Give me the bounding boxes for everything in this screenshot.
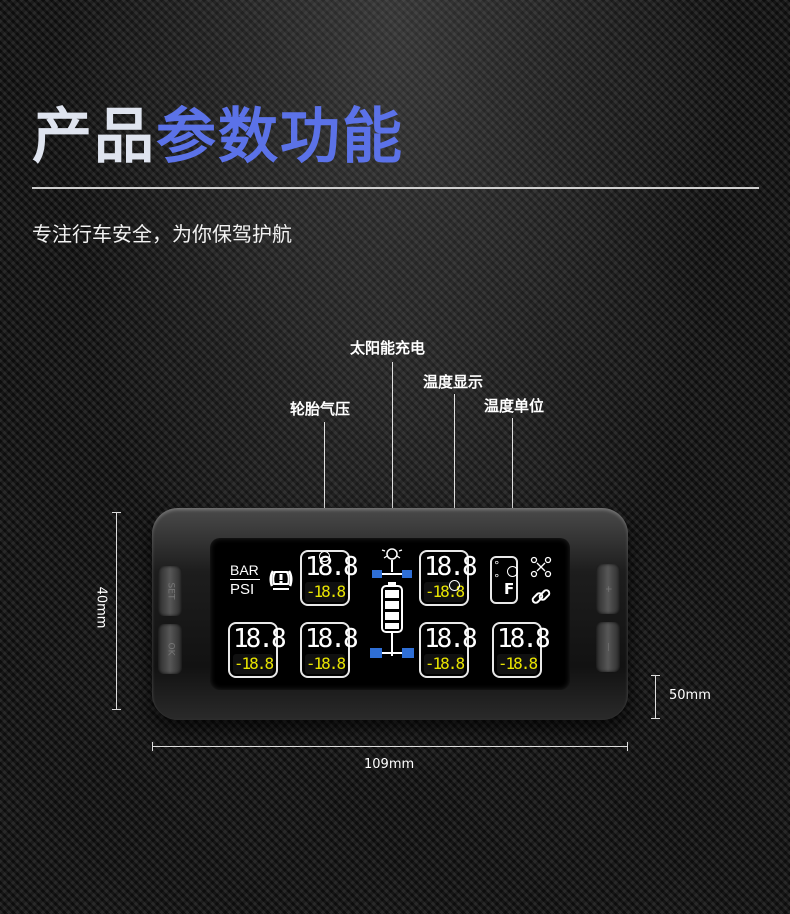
marker-tire-pressure (319, 551, 330, 562)
vehicle-battery-icon (370, 548, 414, 658)
leader-temp-display (454, 394, 455, 584)
title-part-1: 产品 (32, 102, 156, 172)
pressure-reading: 18.8 (424, 552, 478, 582)
minus-button[interactable]: — (596, 622, 620, 672)
height-dimension-line (116, 512, 117, 710)
temp-reading: -18.8 (305, 654, 346, 674)
leader-temp-unit (512, 418, 513, 568)
temp-reading: -18.8 (424, 654, 465, 674)
unit-bar: BAR (230, 562, 259, 578)
link-icon (531, 589, 551, 604)
subtitle: 专注行车安全，为你保驾护航 (32, 222, 292, 246)
callout-tire-pressure: 轮胎气压 (290, 400, 351, 418)
tire-rear-inner-left-cell: 18.8 -18.8 (300, 622, 359, 678)
width-dimension-label: 109mm (364, 757, 415, 772)
pressure-reading: 18.8 (424, 624, 478, 654)
tpms-device: SET OK + — BAR PSI 18.8 -18.8 18.8 -18.8… (152, 508, 628, 720)
width-dimension-line (152, 746, 628, 747)
width-dimension-cap-left (152, 742, 153, 751)
set-button[interactable]: SET (158, 566, 182, 616)
tire-rear-outer-right-cell: 18.8 -18.8 (492, 622, 551, 678)
pressure-reading: 18.8 (305, 624, 359, 654)
tire-front-left-cell: 18.8 -18.8 (300, 550, 359, 606)
lcd-screen: BAR PSI 18.8 -18.8 18.8 -18.8 ° ° F (210, 538, 570, 690)
callout-solar: 太阳能充电 (350, 339, 426, 357)
marker-temp-display (449, 580, 460, 591)
marker-temp-unit (507, 566, 518, 577)
degree-symbol: ° (494, 559, 500, 572)
page-title: 产品参数功能 (32, 88, 404, 175)
callout-temp-unit: 温度单位 (484, 397, 545, 415)
ok-button[interactable]: OK (158, 624, 182, 674)
sensor-pairing-icon (530, 556, 552, 578)
temp-reading: -18.8 (305, 582, 346, 602)
tire-rear-outer-left-cell: 18.8 -18.8 (228, 622, 287, 678)
height-dimension-cap-top (112, 512, 121, 513)
temp-unit-panel: ° ° F (490, 556, 518, 604)
plus-button[interactable]: + (596, 564, 620, 614)
depth-dimension-line (655, 675, 656, 719)
height-dimension-cap-bottom (112, 709, 121, 710)
unit-psi: PSI (230, 581, 255, 598)
callout-temp-display: 温度显示 (423, 373, 484, 391)
pressure-reading: 18.8 (497, 624, 551, 654)
temp-reading: -18.8 (497, 654, 538, 674)
pressure-reading: 18.8 (233, 624, 287, 654)
degree-symbol-2: ° (494, 572, 500, 585)
leader-tire-pressure (324, 422, 325, 554)
title-divider (32, 187, 759, 189)
depth-dimension-cap-top (651, 675, 660, 676)
depth-dimension-cap-bottom (651, 718, 660, 719)
depth-dimension-label: 50mm (669, 688, 711, 703)
pressure-reading: 18.8 (305, 552, 359, 582)
leader-solar (392, 362, 393, 550)
height-dimension-label: 40mm (93, 586, 109, 629)
tire-rear-inner-right-cell: 18.8 -18.8 (419, 622, 478, 678)
tire-front-right-cell: 18.8 -18.8 (419, 550, 478, 606)
unit-divider (230, 579, 260, 580)
temp-reading: -18.8 (233, 654, 274, 674)
fahrenheit-unit: F (504, 580, 515, 598)
tire-pressure-warning-icon (269, 570, 293, 590)
width-dimension-cap-right (627, 742, 628, 751)
title-part-2: 参数功能 (156, 102, 404, 172)
